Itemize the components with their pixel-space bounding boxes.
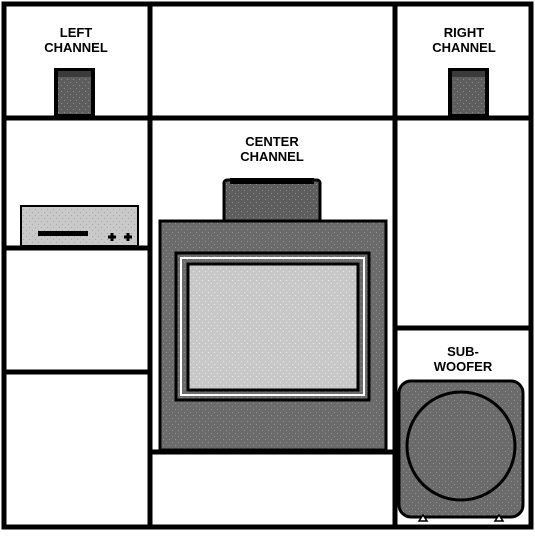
left-speaker-icon — [54, 68, 95, 118]
subwoofer-label-line-1: SUB- — [447, 344, 479, 359]
right-channel-label: RIGHT CHANNEL — [426, 25, 502, 55]
center-channel-label: CENTER CHANNEL — [232, 134, 312, 164]
subwoofer-label-line-2: WOOFER — [433, 359, 493, 374]
center-speaker-icon — [222, 178, 322, 224]
left-channel-label: LEFT CHANNEL — [38, 25, 114, 55]
subwoofer-icon — [397, 379, 525, 522]
receiver-icon — [20, 205, 139, 247]
right-channel-label-line-1: RIGHT — [443, 25, 485, 40]
left-channel-label-line-1: LEFT — [59, 25, 93, 40]
right-speaker-icon — [448, 68, 489, 118]
center-channel-label-line-1: CENTER — [245, 134, 299, 149]
center-channel-label-line-2: CHANNEL — [240, 149, 304, 164]
television-icon — [158, 219, 388, 452]
right-channel-label-line-2: CHANNEL — [432, 40, 496, 55]
subwoofer-label: SUB- WOOFER — [425, 344, 501, 374]
left-channel-label-line-2: CHANNEL — [44, 40, 108, 55]
